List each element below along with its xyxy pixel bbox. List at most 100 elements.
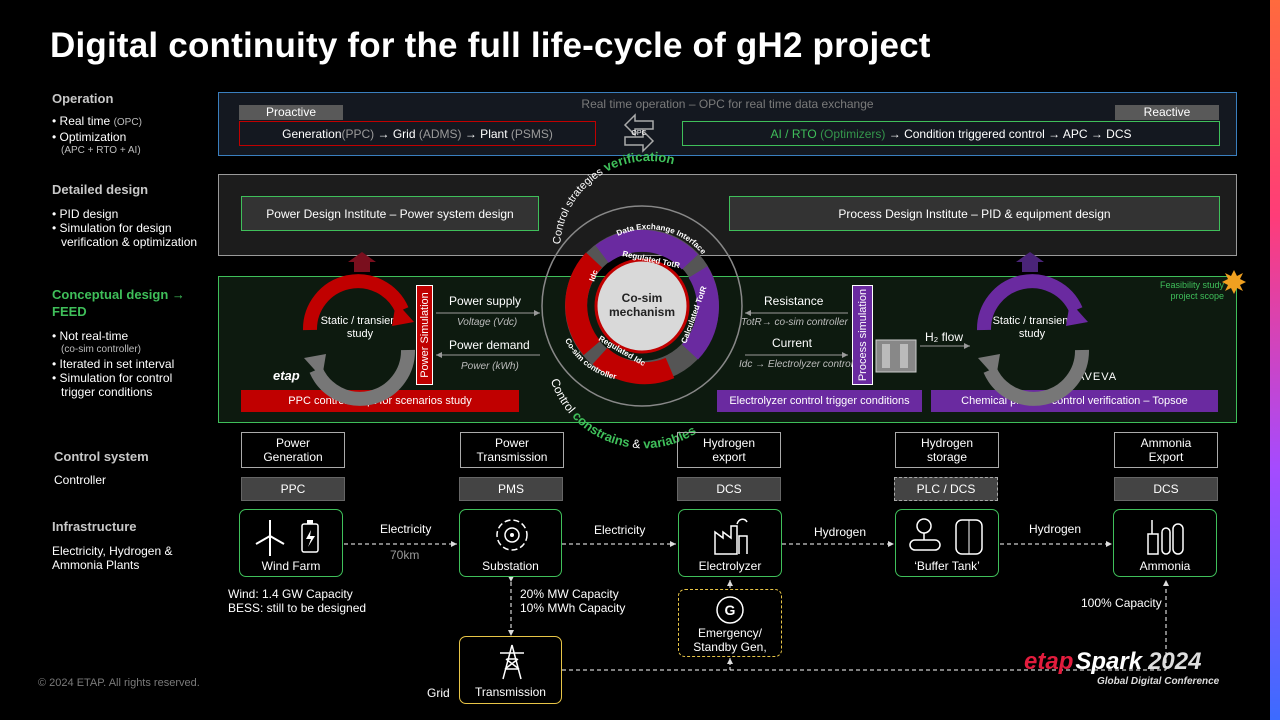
node-label: ‘Buffer Tank’ bbox=[914, 559, 980, 573]
substation-note-2: 10% MWh Capacity bbox=[520, 601, 626, 615]
left-study-label: Static / transient study bbox=[320, 315, 400, 340]
control-title: Control system bbox=[54, 449, 149, 464]
page-title: Digital continuity for the full life-cyc… bbox=[50, 26, 931, 65]
detailed-title: Detailed design bbox=[52, 182, 149, 197]
resistance-label: Resistance bbox=[764, 294, 824, 308]
node-electrolyzer: Electrolyzer bbox=[678, 509, 782, 577]
controller-plc-dcs: PLC / DCS bbox=[894, 477, 998, 501]
ppc-script-box: PPC control script for scenarios study bbox=[241, 390, 519, 412]
feasibility-note: Feasibility study project scope bbox=[1160, 280, 1224, 302]
node-wind-farm: Wind Farm bbox=[239, 509, 343, 577]
opc-label: OPC bbox=[631, 130, 646, 137]
storage-tank-icon bbox=[909, 518, 983, 555]
detailed-panel: Power Design Institute – Power system de… bbox=[218, 174, 1237, 256]
operation-title: Operation bbox=[52, 91, 114, 106]
power-design-box: Power Design Institute – Power system de… bbox=[241, 196, 539, 231]
factory-icon bbox=[714, 518, 748, 555]
brand-etap: etap bbox=[1024, 648, 1074, 675]
column-header-power-transmission: Power Transmission bbox=[460, 432, 564, 468]
power-supply-label: Power supply bbox=[449, 294, 522, 308]
aveva-logo: AVEVA bbox=[1077, 371, 1118, 383]
control-text: Controller bbox=[54, 473, 107, 487]
flow-electricity-2: Electricity bbox=[594, 523, 646, 537]
power-simulation-label: Power Simulation bbox=[418, 292, 431, 378]
conceptual-panel: Feasibility study project scope Power Si… bbox=[218, 276, 1237, 423]
reactive-chain: AI / RTO (Optimizers) → Condition trigge… bbox=[682, 121, 1220, 146]
column-header-power-generation: Power Generation bbox=[241, 432, 345, 468]
idc-note: Idc → Electrolyzer control bbox=[739, 359, 853, 370]
operation-caption: Real time operation – OPC for real time … bbox=[581, 97, 874, 111]
operation-item-sub: (APC + RTO + AI) bbox=[61, 145, 141, 156]
conceptual-item: trigger conditions bbox=[61, 385, 153, 399]
flow-hydrogen-1: Hydrogen bbox=[814, 525, 867, 539]
node-label: Wind Farm bbox=[261, 559, 321, 573]
substation-gear-icon bbox=[496, 519, 528, 551]
flow-electricity-1: Electricity bbox=[380, 522, 432, 536]
chain-text: → Grid bbox=[374, 126, 419, 141]
detailed-section: Detailed design PID design Simulation fo… bbox=[52, 182, 212, 249]
operation-section: Operation Real time (OPC) Optimization (… bbox=[52, 91, 212, 158]
h2-flow-label: H₂ flow bbox=[925, 330, 963, 344]
conceptual-item-sub: (co-sim controller) bbox=[61, 344, 142, 355]
conceptual-title: Conceptual design → bbox=[52, 287, 185, 302]
chem-verification-box: Chemical process control verification – … bbox=[931, 390, 1218, 412]
node-label: Substation bbox=[482, 559, 539, 573]
operation-item: Optimization bbox=[52, 130, 212, 144]
substation-note-1: 20% MW Capacity bbox=[520, 587, 619, 601]
etap-logo: etap bbox=[273, 368, 300, 383]
brand-spark: Spark bbox=[1075, 648, 1143, 675]
conceptual-title-2: FEED bbox=[52, 304, 87, 319]
control-section: Control system Controller bbox=[54, 449, 214, 487]
feasibility-text: Feasibility study bbox=[1159, 280, 1224, 290]
power-simulation-bar: Power Simulation bbox=[416, 285, 433, 385]
proactive-label: Proactive bbox=[239, 105, 343, 120]
chain-text: AI / RTO bbox=[770, 126, 821, 141]
emergency-text: Standby Gen, bbox=[693, 640, 767, 654]
generator-icon: G bbox=[716, 596, 744, 624]
node-buffer-tank: ‘Buffer Tank’ bbox=[895, 509, 999, 577]
svg-text:G: G bbox=[725, 602, 736, 618]
controller-ppc: PPC bbox=[241, 477, 345, 501]
power-demand-label: Power demand bbox=[449, 338, 530, 352]
node-label: Electrolyzer bbox=[698, 559, 762, 573]
current-label: Current bbox=[772, 336, 813, 350]
reactive-label: Reactive bbox=[1115, 105, 1219, 120]
copyright: © 2024 ETAP. All rights reserved. bbox=[38, 677, 200, 689]
feasibility-text: project scope bbox=[1170, 291, 1224, 301]
chain-text: (ADMS) bbox=[418, 126, 462, 141]
chain-text: → Plant bbox=[461, 126, 511, 141]
flow-hydrogen-2: Hydrogen bbox=[1029, 522, 1082, 536]
accent-bar bbox=[1270, 0, 1280, 720]
power-kwh-label: Power (kWh) bbox=[461, 361, 519, 372]
operation-panel: Real time operation – OPC for real time … bbox=[218, 92, 1237, 156]
right-study-label: Static / transient study bbox=[992, 315, 1072, 340]
wind-note-1: Wind: 1.4 GW Capacity bbox=[228, 587, 353, 601]
node-emergency-gen: G Emergency/ Standby Gen, bbox=[678, 589, 782, 657]
chain-text: Generation bbox=[282, 126, 342, 141]
node-ammonia: Ammonia bbox=[1113, 509, 1217, 577]
brand-sub: Global Digital Conference bbox=[1097, 676, 1220, 687]
chain-text: (PSMS) bbox=[510, 126, 553, 141]
brand-year: 2024 bbox=[1148, 648, 1202, 675]
electrolyzer-trigger-box: Electrolyzer control trigger conditions bbox=[717, 390, 922, 412]
operation-item-sub: (OPC) bbox=[113, 117, 142, 128]
controller-dcs-ammonia: DCS bbox=[1114, 477, 1218, 501]
process-design-box: Process Design Institute – PID & equipme… bbox=[729, 196, 1220, 231]
detailed-item: Simulation for design bbox=[52, 221, 212, 235]
ammonia-plant-icon bbox=[1147, 520, 1184, 555]
chain-text: (Optimizers) bbox=[820, 126, 886, 141]
chain-text: (PPC) bbox=[341, 126, 375, 141]
emergency-label: Emergency/ Standby Gen, bbox=[679, 626, 781, 654]
wind-turbine-icon bbox=[255, 520, 319, 556]
node-transmission: Transmission bbox=[459, 636, 562, 704]
conceptual-item: Not real-time bbox=[52, 329, 212, 343]
column-header-ammonia-export: Ammonia Export bbox=[1114, 432, 1218, 468]
process-simulation-label: Process simulation bbox=[856, 288, 869, 382]
grid-label: Grid bbox=[427, 686, 450, 700]
conceptual-item: Iterated in set interval bbox=[52, 357, 212, 371]
chain-text: → Condition triggered control → APC → DC… bbox=[885, 126, 1132, 141]
operation-item: Real time bbox=[59, 114, 111, 128]
process-simulation-bar: Process simulation bbox=[852, 285, 873, 385]
emergency-text: Emergency/ bbox=[697, 626, 763, 640]
conceptual-item: Simulation for control bbox=[52, 371, 212, 385]
